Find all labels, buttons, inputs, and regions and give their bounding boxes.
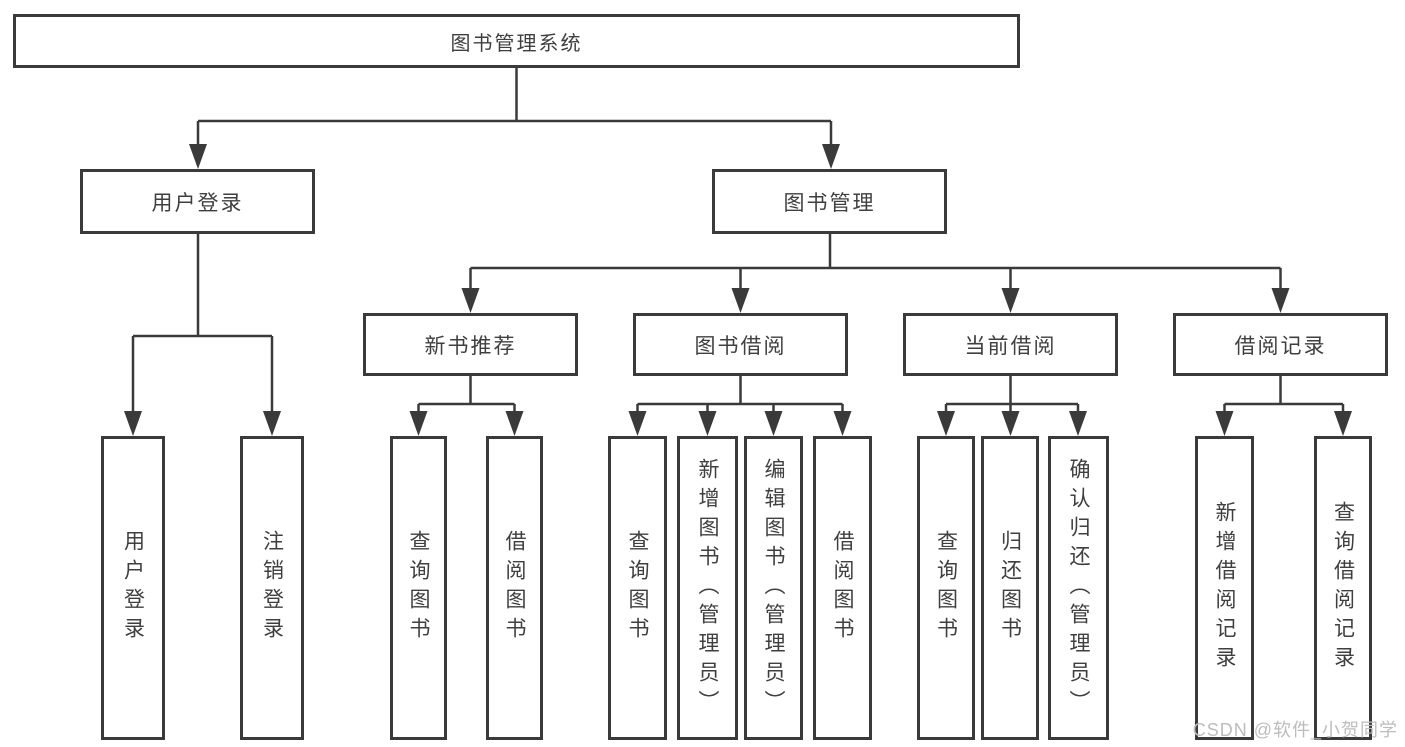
arrow-down-icon: [698, 411, 717, 436]
arrow-down-icon: [263, 411, 281, 436]
arrow-down-icon: [1215, 411, 1234, 436]
arrow-down-icon: [124, 411, 142, 436]
node-book-management: 图书管理: [712, 169, 947, 234]
leaf-query-books-borrow: 查询图书: [608, 436, 667, 740]
node-current-borrow: 当前借阅: [903, 313, 1118, 376]
leaf-add-borrow-record: 新增借阅记录: [1195, 436, 1254, 740]
arrow-down-icon: [1001, 288, 1020, 313]
leaf-label: 归还图书: [998, 530, 1022, 646]
node-book-borrow: 图书借阅: [633, 313, 848, 376]
leaf-query-books-recommend: 查询图书: [390, 436, 447, 740]
arrow-down-icon: [833, 411, 852, 436]
node-root-system: 图书管理系统: [13, 14, 1020, 68]
leaf-confirm-return-admin: 确认归还（管理员）: [1048, 436, 1109, 740]
leaf-borrow-books: 借阅图书: [813, 436, 872, 740]
arrow-down-icon: [628, 411, 647, 436]
leaf-label: 查询图书: [626, 530, 649, 646]
leaf-label: 新增图书（管理员）: [696, 457, 719, 719]
leaf-edit-books-admin: 编辑图书（管理员）: [744, 436, 803, 740]
arrow-down-icon: [409, 411, 428, 436]
arrow-down-icon: [1001, 411, 1020, 436]
arrow-down-icon: [937, 411, 955, 436]
connector-current-split: [944, 376, 1080, 413]
leaf-user-login: 用户登录: [101, 436, 165, 740]
connector-recommend-split: [417, 376, 516, 413]
arrow-down-icon: [731, 288, 750, 313]
leaf-label: 用户登录: [121, 530, 145, 646]
leaf-label: 查询图书: [407, 530, 430, 646]
leaf-query-borrow-record: 查询借阅记录: [1314, 436, 1372, 740]
csdn-watermark: CSDN @软件_小贺同学: [1192, 720, 1398, 740]
leaf-label: 借阅图书: [503, 530, 526, 646]
node-user-login: 用户登录: [80, 169, 315, 234]
leaf-query-books-current: 查询图书: [917, 436, 975, 740]
leaf-label: 新增借阅记录: [1213, 501, 1236, 675]
node-borrow-records: 借阅记录: [1173, 313, 1388, 376]
connector-login-split: [131, 234, 274, 413]
connector-management-split: [469, 234, 1282, 290]
arrow-down-icon: [1069, 411, 1087, 436]
arrow-down-icon: [189, 144, 207, 169]
node-new-book-recommend: 新书推荐: [363, 313, 578, 376]
arrowheads: [124, 144, 1352, 436]
connector-record-split: [1223, 376, 1345, 413]
leaf-label: 确认归还（管理员）: [1067, 457, 1090, 719]
leaf-label: 注销登录: [260, 530, 284, 646]
arrow-down-icon: [505, 411, 524, 436]
leaf-add-books-admin: 新增图书（管理员）: [677, 436, 738, 740]
arrow-down-icon: [822, 144, 840, 169]
leaf-label: 查询借阅记录: [1331, 501, 1355, 675]
leaf-borrow-books-recommend: 借阅图书: [486, 436, 543, 740]
connector-root-split: [196, 68, 833, 146]
arrow-down-icon: [461, 288, 480, 313]
leaf-label: 查询图书: [934, 530, 958, 646]
arrow-down-icon: [764, 411, 783, 436]
leaf-logout: 注销登录: [240, 436, 304, 740]
connector-borrow-split: [636, 376, 844, 413]
leaf-label: 借阅图书: [831, 530, 854, 646]
arrow-down-icon: [1271, 288, 1290, 313]
leaf-return-books: 归还图书: [981, 436, 1039, 740]
leaf-label: 编辑图书（管理员）: [762, 457, 785, 719]
arrow-down-icon: [1334, 411, 1352, 436]
